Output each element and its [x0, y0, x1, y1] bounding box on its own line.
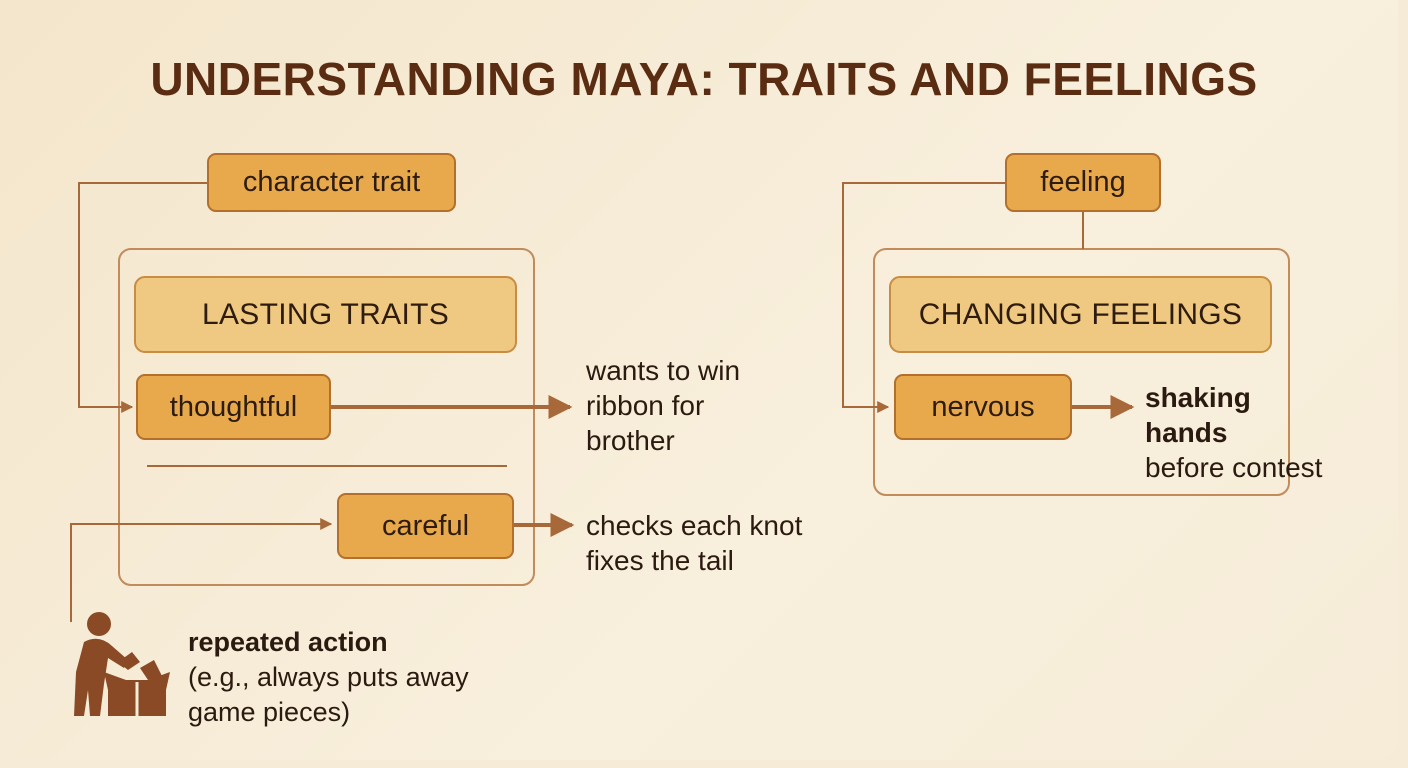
- changing-feelings-header: CHANGING FEELINGS: [889, 276, 1272, 353]
- repeated-action-heading: repeated action: [188, 627, 388, 657]
- character-trait-connector: [78, 182, 208, 413]
- trait-careful-label: careful: [381, 509, 470, 542]
- nervous-evidence-bold: shaking hands: [1145, 382, 1251, 448]
- feeling-nervous-box: nervous: [894, 374, 1072, 440]
- trait-thoughtful-label: thoughtful: [169, 390, 298, 423]
- person-packing-box-icon: [74, 612, 170, 716]
- page-title: UNDERSTANDING MAYA: TRAITS AND FEELINGS: [150, 53, 1258, 105]
- changing-feelings-label: CHANGING FEELINGS: [918, 297, 1243, 331]
- thoughtful-evidence: wants to win ribbon for brother: [586, 355, 741, 456]
- lasting-traits-header: LASTING TRAITS: [134, 276, 517, 353]
- careful-evidence: checks each knot fixes the tail: [586, 510, 803, 576]
- repeated-action-example: (e.g., always puts away game pieces): [188, 662, 469, 727]
- trait-careful-box: careful: [337, 493, 514, 559]
- changing-feelings-container: [873, 248, 1290, 496]
- lasting-traits-label: LASTING TRAITS: [201, 297, 450, 331]
- feeling-box: feeling: [1005, 153, 1161, 212]
- feeling-label: feeling: [1040, 166, 1126, 198]
- feeling-connector: [842, 182, 1007, 413]
- lasting-traits-container: [118, 248, 535, 586]
- trait-thoughtful-box: thoughtful: [136, 374, 331, 440]
- character-trait-label: character trait: [242, 166, 421, 198]
- nervous-evidence-rest: before contest: [1145, 452, 1323, 483]
- feeling-nervous-label: nervous: [931, 390, 1035, 423]
- character-trait-box: character trait: [207, 153, 456, 212]
- repeated-action-connector: [70, 518, 333, 622]
